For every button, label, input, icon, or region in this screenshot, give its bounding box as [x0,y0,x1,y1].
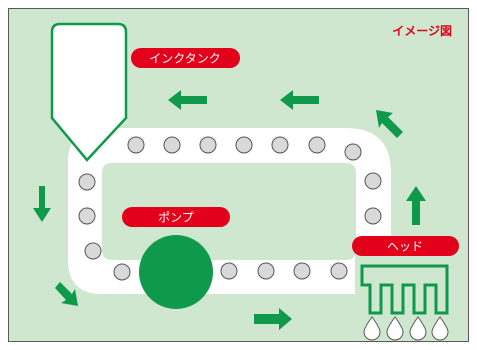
ink-particle [331,263,347,279]
ink-particle [128,137,144,153]
ink-particle [79,174,95,190]
svg-text:ポンプ: ポンプ [158,211,194,225]
svg-text:ヘッド: ヘッド [387,240,423,254]
ink-particle [221,263,237,279]
diagram-title: イメージ図 [392,24,452,38]
ink-particle [258,263,274,279]
ink-particle [79,208,95,224]
ink-particle [272,137,288,153]
ink-particle [85,243,101,259]
ink-tank-label: インクタンク [131,48,240,68]
ink-particle [200,137,216,153]
ink-particle [164,137,180,153]
ink-particle [294,263,310,279]
ink-particle [114,264,130,280]
head-label: ヘッド [352,236,459,256]
ink-particle [236,137,252,153]
ink-particle [309,137,325,153]
ink-particle [365,208,381,224]
pump-icon [139,235,213,309]
ink-particle [345,144,361,160]
ink-particle [365,173,381,189]
pump-label: ポンプ [122,207,230,227]
svg-text:インクタンク: インクタンク [149,52,221,66]
